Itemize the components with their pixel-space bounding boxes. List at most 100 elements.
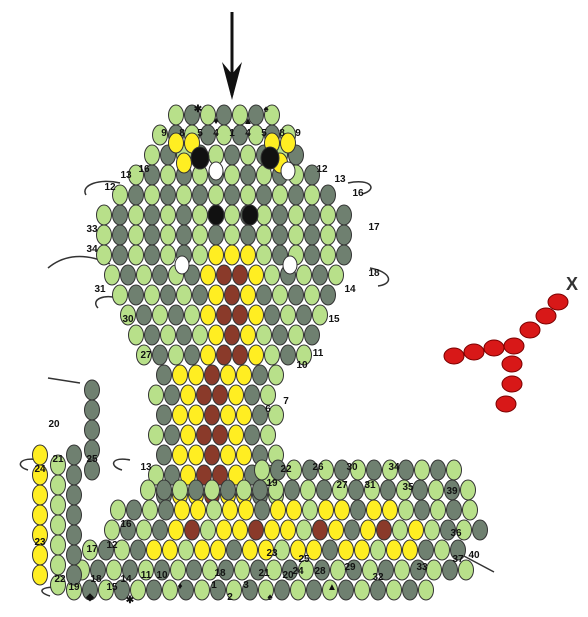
body-label: 21 <box>258 568 270 579</box>
red-bead <box>520 322 540 338</box>
head-bead <box>225 185 240 205</box>
body-bead <box>473 520 488 540</box>
neck-bead <box>197 425 212 445</box>
body-bead <box>301 480 316 500</box>
head-bead <box>129 285 144 305</box>
tail-label: 21 <box>52 454 64 465</box>
eye-patch-bead <box>177 153 192 173</box>
tail-label: 14 <box>120 574 132 585</box>
head-bead <box>257 285 272 305</box>
body-bead <box>367 460 382 480</box>
neck-bead <box>189 405 204 425</box>
head-bead <box>273 185 288 205</box>
body-label: 22 <box>280 464 292 475</box>
head-bead <box>185 305 200 325</box>
neck-bead <box>221 365 236 385</box>
body-bead <box>419 580 434 600</box>
head-bead <box>265 305 280 325</box>
head-bead <box>265 345 280 365</box>
head-top-label: 8 <box>179 128 185 139</box>
symbol-glyph: ▲ <box>327 582 337 593</box>
head-right-label: 15 <box>328 314 340 325</box>
head-left-label: 31 <box>94 284 106 295</box>
head-bead <box>193 285 208 305</box>
head-bead <box>129 245 144 265</box>
body-label: 34 <box>388 462 400 473</box>
head-bead <box>145 185 160 205</box>
body-bead <box>233 520 248 540</box>
neck-bead <box>189 445 204 465</box>
tail-bead <box>33 445 48 465</box>
body-label: 33 <box>416 562 428 573</box>
body-bead <box>319 500 334 520</box>
head-bead <box>273 285 288 305</box>
neck-bead <box>165 425 180 445</box>
red-bead-sample <box>444 294 568 412</box>
symbol-glyph: ♦ <box>177 581 182 592</box>
head-bead <box>201 305 216 325</box>
body-label: 30 <box>346 462 358 473</box>
head-bead <box>225 145 240 165</box>
head-bead <box>305 325 320 345</box>
tail-label: 15 <box>106 582 118 593</box>
head-bead <box>337 245 352 265</box>
neck-bead <box>173 445 188 465</box>
neck-bead <box>269 365 284 385</box>
head-bead <box>305 245 320 265</box>
body-bead <box>147 540 162 560</box>
head-bead <box>217 305 232 325</box>
white-bead <box>283 256 297 274</box>
body-label: 3 <box>243 580 249 591</box>
body-bead <box>413 480 428 500</box>
body-bead <box>381 480 396 500</box>
symbol-glyph: ♠ <box>267 592 273 603</box>
body-label: 40 <box>468 550 480 561</box>
body-bead <box>355 540 370 560</box>
head-right-label: 17 <box>368 222 380 233</box>
body-bead <box>195 540 210 560</box>
body-bead <box>157 480 172 500</box>
head-bead <box>241 245 256 265</box>
head-bead <box>153 265 168 285</box>
body-label: 37 <box>452 554 464 565</box>
head-bead <box>145 225 160 245</box>
head-bead <box>225 285 240 305</box>
body-bead <box>255 460 270 480</box>
head-top-label: 1 <box>229 128 235 139</box>
head-left-label: 27 <box>140 350 152 361</box>
head-bead <box>169 105 184 125</box>
tail-label: 16 <box>120 519 132 530</box>
body-bead <box>187 560 202 580</box>
body-label: 27 <box>336 480 348 491</box>
neck-bead <box>157 365 172 385</box>
head-bead <box>145 325 160 345</box>
head-bead <box>193 325 208 345</box>
neck-bead <box>181 425 196 445</box>
body-bead <box>243 540 258 560</box>
red-bead <box>496 396 516 412</box>
body-bead <box>239 500 254 520</box>
head-bead <box>225 225 240 245</box>
body-bead <box>403 580 418 600</box>
head-right-label: 11 <box>313 348 324 359</box>
head-bead <box>217 105 232 125</box>
head-bead <box>241 185 256 205</box>
body-bead <box>345 520 360 540</box>
body-bead <box>415 460 430 480</box>
body-bead <box>371 580 386 600</box>
body-bead <box>339 540 354 560</box>
sample-x-label: X <box>566 274 578 294</box>
head-bead <box>305 205 320 225</box>
body-bead <box>447 500 462 520</box>
head-bead <box>193 245 208 265</box>
body-label: 24 <box>292 566 304 577</box>
body-bead <box>463 500 478 520</box>
head-bead <box>161 205 176 225</box>
neck-bead <box>173 365 188 385</box>
eye-bead <box>261 147 279 169</box>
tail-label: 12 <box>106 540 118 551</box>
symbol-glyph: ♦ <box>213 116 218 127</box>
body-bead <box>223 500 238 520</box>
body-bead <box>349 480 364 500</box>
head-bead <box>233 345 248 365</box>
